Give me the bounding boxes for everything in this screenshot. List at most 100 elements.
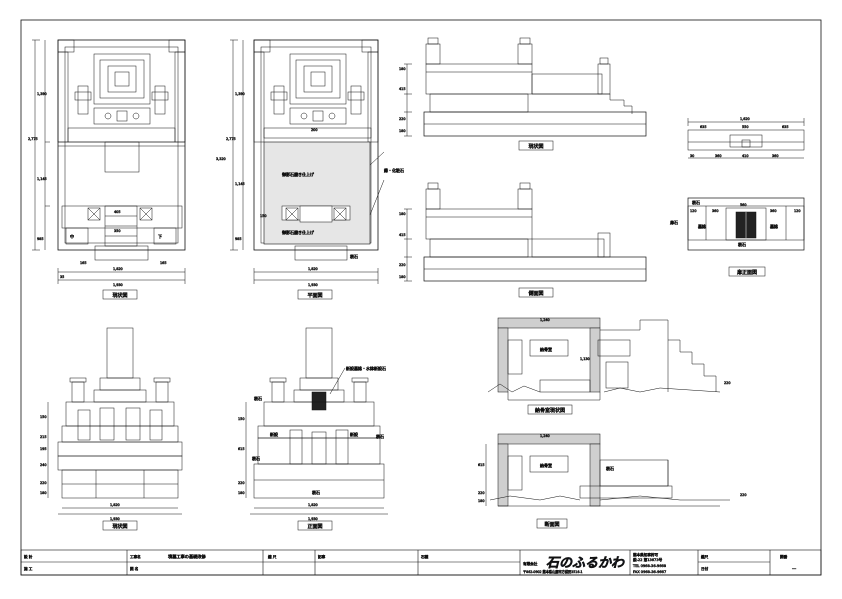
dim-label: 410: [742, 154, 748, 158]
note-label: 根石: [350, 253, 358, 259]
dim-label: 150: [260, 214, 266, 218]
note-label: 御影石磨き仕上げ: [282, 229, 314, 235]
side-view-right: [404, 182, 647, 282]
dim-label: 165: [80, 261, 86, 265]
stone-label: 根石: [376, 433, 384, 439]
tb-cell: 工事名: [130, 554, 141, 559]
tb-cell: 図番: [780, 554, 788, 559]
stone-label: 墓誌: [698, 223, 706, 229]
dim-label: 615: [238, 447, 244, 451]
caption-box: [728, 266, 766, 277]
dim-label: 240: [40, 463, 46, 467]
view-caption: 側面図: [528, 290, 543, 297]
caption-box: [102, 520, 138, 531]
dim-label: 1,930: [308, 517, 318, 521]
dim-label: 635: [782, 125, 788, 129]
dim-label: 220: [399, 117, 405, 121]
section-existing: [487, 317, 721, 401]
dim-label: 195: [40, 447, 46, 451]
dim-label: 1,820: [110, 503, 120, 507]
dim-label: 1,930: [308, 283, 318, 287]
dim-label: 1,390: [37, 92, 47, 96]
project-name: 墳墓工事の基礎改修: [168, 553, 207, 560]
company-logo: 石のふるかわ: [546, 556, 625, 571]
caption-box: [297, 289, 333, 300]
dim-label: 120: [794, 209, 800, 213]
dim-label: 180: [478, 499, 484, 503]
caption-box: [518, 140, 554, 151]
dim-label: 415: [399, 233, 405, 237]
view-caption: 平面図: [307, 293, 322, 299]
company-address: 〒862-0902 熊本県山鹿市方保田3516-1: [523, 569, 583, 574]
dim-label: 1,145: [235, 182, 245, 186]
dim-label: 360: [712, 209, 718, 213]
dim-label: 1,130: [580, 357, 590, 361]
dim-label: 180: [399, 67, 405, 71]
caption-box: [527, 404, 573, 415]
front-elevation-right: [245, 327, 388, 515]
dim-label: 985: [235, 237, 241, 241]
view-caption: 現状図: [528, 143, 543, 150]
view-caption: 現状図: [112, 523, 127, 530]
caption-box: [536, 518, 568, 529]
door-front-view: [687, 197, 805, 251]
view-caption: 扉正面図: [737, 269, 757, 276]
dim-label: 215: [40, 435, 46, 439]
dim-label: 180: [399, 212, 405, 216]
caption-box: [297, 520, 333, 531]
view-caption: 正面図: [307, 524, 322, 530]
view-caption: 断面図: [544, 521, 559, 528]
side-view-top: [404, 37, 647, 137]
dim-label: 150: [238, 417, 244, 421]
license-text: 般-22 第13673号: [633, 557, 663, 562]
stone-label: 納骨室: [540, 462, 552, 468]
dim-label: 1,390: [235, 92, 245, 96]
license-text: 熊本県知事許可: [633, 552, 659, 557]
dim-label: 1,820: [308, 267, 318, 271]
dim-label: 35: [60, 275, 64, 279]
stone-label: 根石: [254, 395, 262, 401]
dim-label: 985: [37, 237, 43, 241]
dim-label: 615: [478, 463, 484, 467]
stone-label: 中: [70, 233, 74, 239]
dim-label: 120: [690, 209, 696, 213]
front-elevation-left: [47, 327, 183, 515]
tb-cell: 設 計: [24, 554, 33, 559]
caption-box: [102, 289, 138, 300]
stone-label: 新設: [270, 431, 278, 437]
stone-label: 扉石: [670, 219, 678, 225]
dim-label: 220: [724, 381, 730, 385]
dim-label: 220: [40, 481, 46, 485]
dim-label: 150: [40, 415, 46, 419]
stone-label: 墓誌: [770, 223, 778, 229]
dim-label: 180: [399, 129, 405, 133]
dim-label: 550: [742, 125, 748, 129]
dim-label: 1,145: [37, 177, 47, 181]
view-caption: 納骨室現状図: [535, 407, 565, 414]
note-label: 御影石磨き仕上げ: [282, 171, 314, 177]
dim-label: 1,820: [113, 267, 123, 271]
front-plan-left: [32, 39, 186, 284]
dim-label: 30: [690, 154, 694, 158]
dim-label: 220: [740, 493, 746, 497]
dim-label: 635: [700, 125, 706, 129]
note-label: 新設墓誌・水鉢新設石: [346, 365, 386, 371]
dim-label: 1,240: [540, 434, 550, 438]
stone-label: 根石: [606, 465, 614, 471]
section-new: [485, 433, 730, 507]
sheet-border: [20, 19, 822, 576]
dim-label: 360: [772, 154, 778, 158]
dim-label: 1,930: [113, 283, 123, 287]
tb-cell: 日付: [701, 566, 709, 571]
dim-label: 360: [715, 154, 721, 158]
dim-label: 1,240: [540, 318, 550, 322]
dim-label: 3,320: [216, 157, 226, 161]
dim-label: 405: [114, 210, 120, 214]
dim-label: 165: [160, 261, 166, 265]
view-caption: 現状図: [112, 292, 127, 299]
dim-label: 560: [740, 203, 746, 207]
caption-box: [518, 287, 554, 298]
dim-label: 2,775: [226, 137, 236, 141]
dim-label: 180: [238, 491, 244, 495]
